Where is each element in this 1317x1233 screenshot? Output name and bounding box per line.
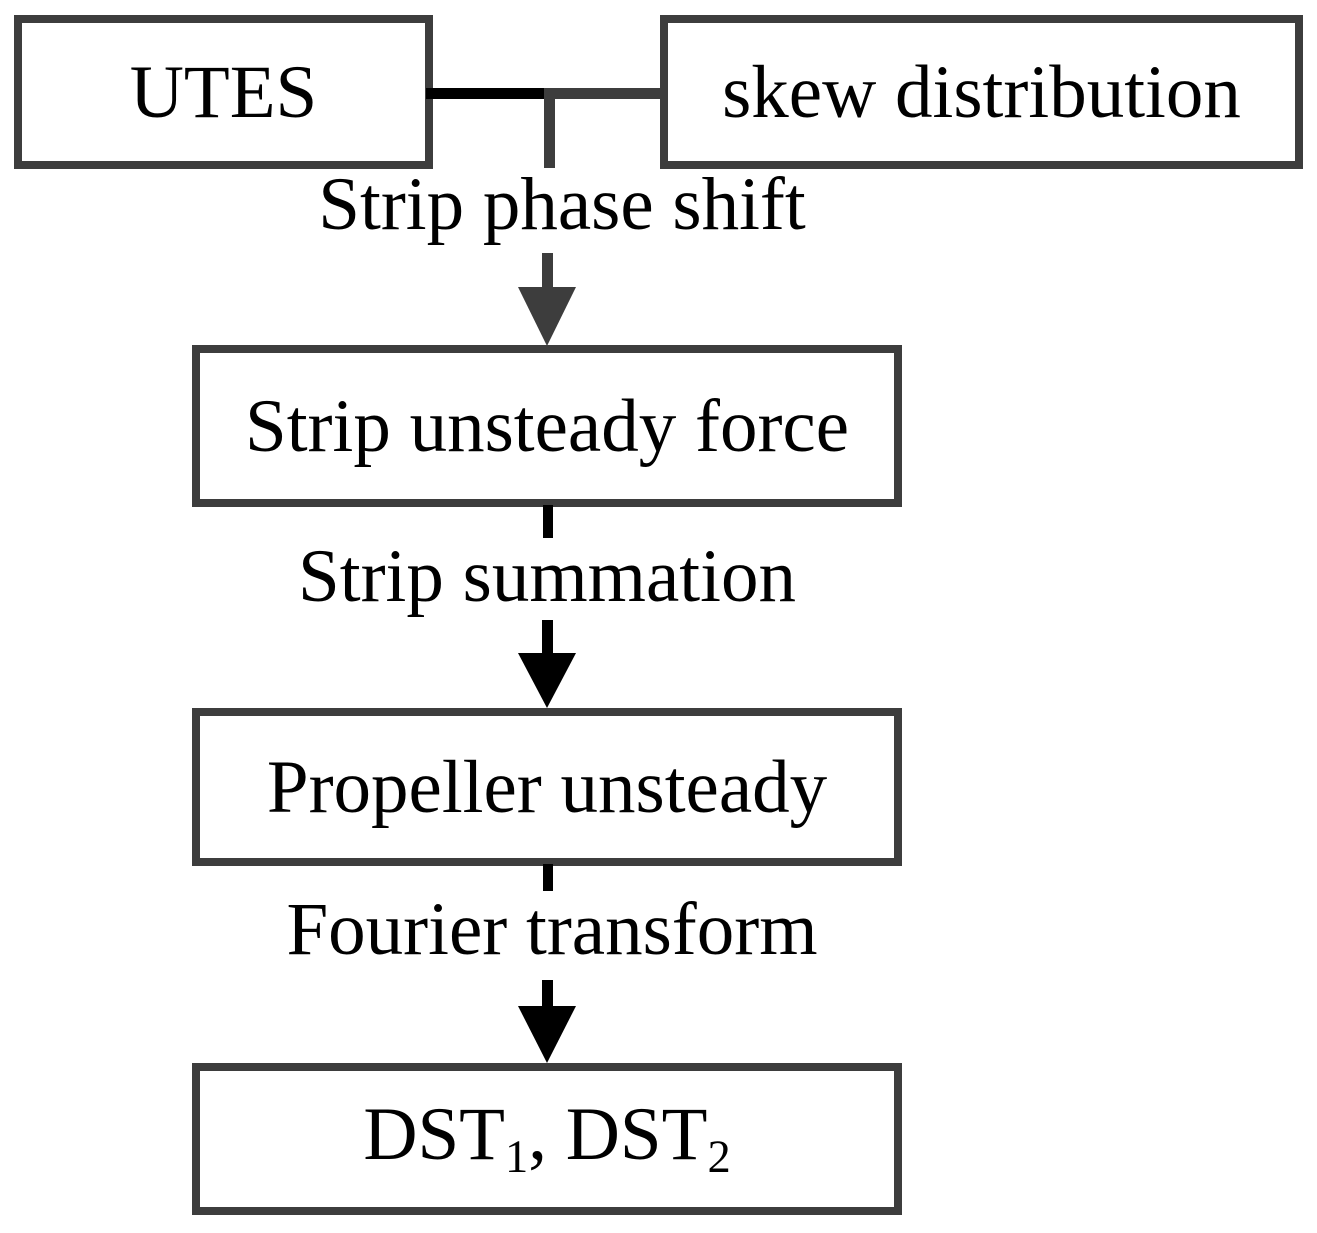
box-strip-unsteady-force: Strip unsteady force <box>192 345 902 507</box>
dst2-subscript: 2 <box>707 1131 731 1183</box>
box-dst-output: DST1, DST2 <box>192 1063 902 1215</box>
arrow-head <box>518 1006 576 1063</box>
box-dst-output-label: DST1, DST2 <box>363 1097 730 1182</box>
down-arrow-icon <box>518 620 576 708</box>
dst1-text: DST <box>363 1092 505 1176</box>
connector-dash <box>543 864 553 891</box>
connector-horizontal-gray-segment <box>548 88 666 99</box>
box-skew-distribution: skew distribution <box>660 15 1303 169</box>
box-utes-label: UTES <box>129 50 318 134</box>
box-strip-unsteady-force-label: Strip unsteady force <box>245 384 849 468</box>
arrow-head <box>518 653 576 708</box>
arrow-stem <box>542 620 553 656</box>
connector-vertical-drop-line <box>544 88 555 168</box>
down-arrow-icon <box>518 980 576 1064</box>
edge-label-strip-summation: Strip summation <box>298 535 796 618</box>
connector-dash <box>543 505 553 538</box>
box-propeller-unsteady-label: Propeller unsteady <box>266 745 828 829</box>
connector-horizontal-black-segment <box>426 88 550 99</box>
dst-separator: , <box>528 1092 566 1176</box>
arrow-stem <box>542 980 553 1008</box>
down-arrow-icon <box>518 253 576 346</box>
arrow-stem <box>542 253 553 289</box>
dst2-text: DST <box>565 1092 708 1176</box>
box-utes: UTES <box>14 15 433 169</box>
box-skew-distribution-label: skew distribution <box>722 50 1241 134</box>
edge-label-fourier-transform: Fourier transform <box>286 888 818 971</box>
box-propeller-unsteady: Propeller unsteady <box>192 708 902 866</box>
dst1-subscript: 1 <box>505 1131 529 1183</box>
arrow-head <box>518 287 576 346</box>
edge-label-strip-phase-shift: Strip phase shift <box>318 163 806 246</box>
